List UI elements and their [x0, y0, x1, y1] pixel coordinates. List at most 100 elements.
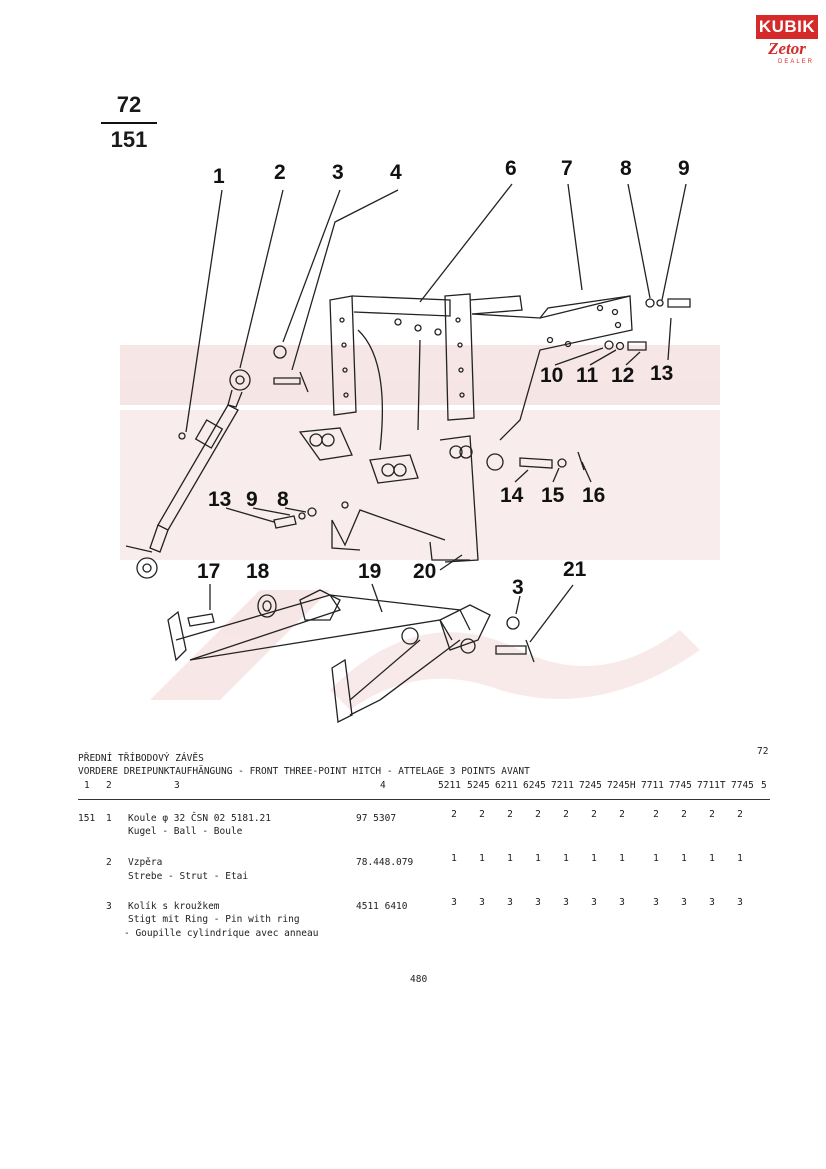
qty-cell: 1	[507, 853, 513, 864]
row3-desc-2: Stigt mit Ring - Pin with ring	[128, 914, 300, 925]
qty-cell: 2	[709, 809, 715, 820]
leader-10	[554, 347, 604, 366]
lower-frame-part-19	[167, 589, 535, 723]
qty-cell: 3	[563, 897, 569, 908]
row1-fig: 151	[78, 813, 96, 824]
row2-desc-2: Strebe - Strut - Etai	[128, 871, 249, 882]
qty-cell: 2	[563, 809, 569, 820]
table-title-cz: PŘEDNÍ TŘÍBODOVÝ ZÁVĚS	[78, 753, 204, 764]
callout-3b: 3	[512, 576, 524, 599]
qty-cell: 2	[619, 809, 625, 820]
bushing-part-18	[257, 594, 277, 618]
model-7711t: 7711T	[697, 780, 726, 791]
col-num-5: 5	[761, 780, 767, 791]
leader-7	[567, 183, 583, 291]
ball-part-1	[178, 432, 186, 440]
qty-cell: 2	[591, 809, 597, 820]
exploded-parts-diagram	[120, 183, 720, 723]
model-7245: 7245	[579, 780, 602, 791]
leader-12	[625, 351, 641, 366]
qty-cell: 1	[563, 853, 569, 864]
qty-cell: 2	[653, 809, 659, 820]
qty-cell: 3	[479, 897, 485, 908]
leader-15	[552, 467, 560, 483]
row1-desc-1: Koule φ 32 ČSN 02 5181.21	[128, 813, 271, 824]
callout-11: 11	[576, 364, 599, 387]
figure-number-divider	[101, 122, 157, 124]
callout-6: 6	[505, 157, 517, 180]
qty-cell: 1	[653, 853, 659, 864]
pin-part-3	[273, 345, 309, 393]
qty-cell: 2	[479, 809, 485, 820]
bolt-set-upper	[604, 298, 691, 351]
qty-cell: 1	[709, 853, 715, 864]
bolt-set-lower	[273, 507, 317, 529]
qty-cell: 1	[681, 853, 687, 864]
logo-sub: Zetor	[768, 39, 806, 58]
model-6211: 6211	[495, 780, 518, 791]
watermark	[120, 345, 720, 710]
callout-17: 17	[197, 560, 221, 583]
row2-desc-1: Vzpěra	[128, 857, 163, 868]
model-7245h: 7245H	[607, 780, 636, 791]
qty-cell: 3	[451, 897, 457, 908]
qty-cell: 3	[709, 897, 715, 908]
qty-cell: 1	[591, 853, 597, 864]
callout-21: 21	[563, 558, 587, 581]
callout-12: 12	[611, 364, 635, 387]
table-title-multi: VORDERE DREIPUNKTAUFHÄNGUNG - FRONT THRE…	[78, 766, 530, 777]
callout-1: 1	[213, 165, 225, 188]
leader-20	[439, 554, 463, 571]
callout-4: 4	[390, 161, 402, 184]
figure-number-bottom: 151	[110, 127, 148, 152]
leader-3	[282, 189, 341, 343]
leader-8	[627, 183, 651, 299]
qty-cell: 3	[653, 897, 659, 908]
row3-part: 4511 6410	[356, 901, 408, 912]
row3-desc-3: - Goupille cylindrique avec anneau	[124, 928, 319, 939]
qty-cell: 3	[507, 897, 513, 908]
callout-7: 7	[561, 157, 573, 180]
callout-19: 19	[358, 560, 382, 583]
leader-13b	[225, 507, 275, 523]
pin-part-21	[495, 645, 527, 655]
qty-cell: 2	[507, 809, 513, 820]
leader-8b	[284, 507, 307, 513]
page-number: 480	[410, 974, 428, 985]
model-7745: 7745	[669, 780, 692, 791]
strut-part-2	[125, 369, 251, 579]
row3-desc-1: Kolík s kroužkem	[128, 901, 220, 912]
callout-16: 16	[582, 484, 606, 507]
table-header-rule	[78, 799, 770, 800]
model-5211: 5211	[438, 780, 461, 791]
qty-cell: 1	[451, 853, 457, 864]
callout-8: 8	[620, 157, 632, 180]
qty-cell: 2	[681, 809, 687, 820]
leader-11	[589, 349, 617, 366]
model-7211: 7211	[551, 780, 574, 791]
qty-cell: 3	[591, 897, 597, 908]
qty-cell: 3	[737, 897, 743, 908]
callout-9b: 9	[246, 488, 258, 511]
row2-part: 78.448.079	[356, 857, 414, 868]
ball-part-3b	[506, 616, 520, 630]
leader-3b	[515, 595, 521, 615]
row1-part: 97 5307	[356, 813, 397, 824]
qty-cell: 2	[451, 809, 457, 820]
figure-number-top: 72	[116, 92, 142, 117]
col-num-2: 2	[106, 780, 112, 791]
qty-cell: 2	[535, 809, 541, 820]
qty-cell: 1	[737, 853, 743, 864]
callout-10: 10	[540, 364, 564, 387]
pin-parts-14-16	[519, 451, 585, 471]
bracket-part-20	[298, 427, 504, 563]
logo-dealer: DEALER	[777, 59, 814, 65]
qty-cell: 3	[619, 897, 625, 908]
callout-3: 3	[332, 161, 344, 184]
qty-cell: 1	[535, 853, 541, 864]
qty-cell: 3	[535, 897, 541, 908]
leader-14	[514, 469, 529, 483]
callout-2: 2	[274, 161, 286, 184]
callout-8b: 8	[277, 488, 289, 511]
front-frame-part-6	[329, 293, 633, 451]
